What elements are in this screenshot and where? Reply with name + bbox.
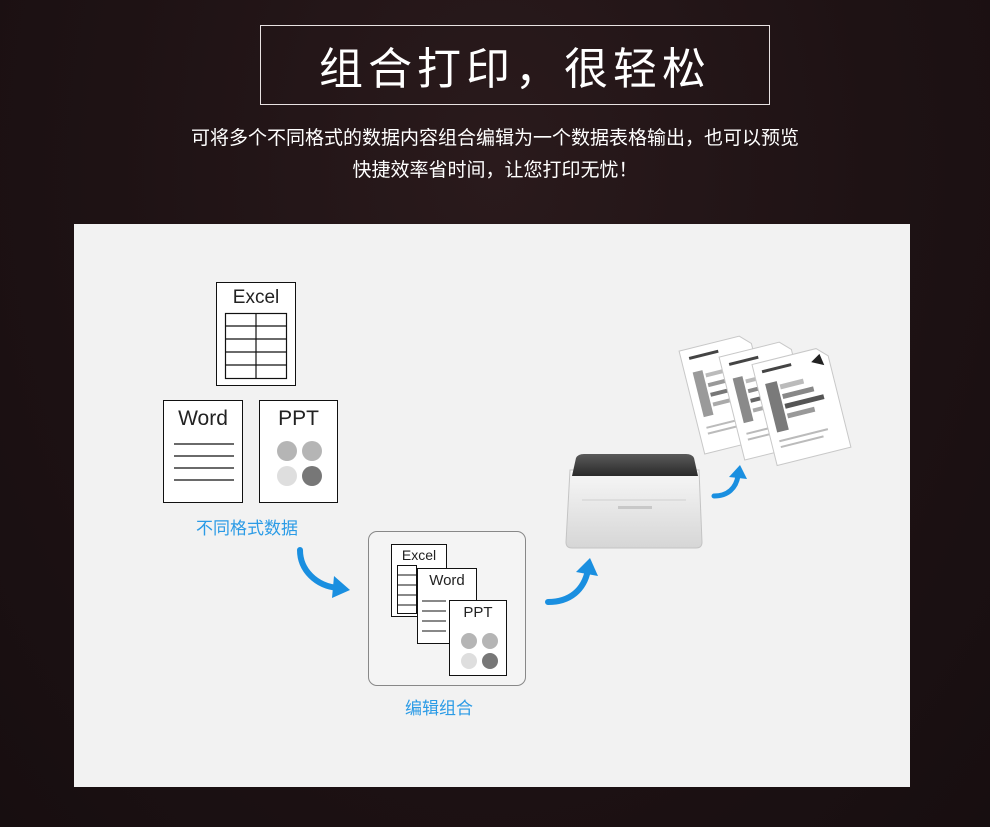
caption-edit-combine: 编辑组合 bbox=[405, 699, 473, 719]
combined-grid-icon bbox=[397, 565, 417, 614]
combined-text-lines-icon bbox=[422, 600, 446, 632]
printed-pages-icon bbox=[678, 335, 852, 467]
combined-slide-dots-icon bbox=[461, 633, 498, 669]
printer-icon bbox=[565, 454, 703, 549]
word-label: Word bbox=[178, 407, 228, 430]
combined-documents-box: Excel Word PPT bbox=[368, 531, 526, 686]
combined-excel-label: Excel bbox=[401, 547, 437, 563]
caption-different-formats: 不同格式数据 bbox=[196, 519, 298, 539]
spreadsheet-grid-icon bbox=[224, 312, 288, 380]
arrow-to-combine-icon bbox=[297, 547, 350, 598]
ppt-label: PPT bbox=[278, 407, 319, 430]
excel-label: Excel bbox=[232, 287, 280, 308]
combined-word-label: Word bbox=[429, 572, 465, 589]
excel-document: Excel bbox=[216, 282, 296, 386]
text-lines-icon bbox=[174, 443, 234, 481]
arrow-to-output-icon bbox=[711, 465, 747, 499]
word-document: Word bbox=[163, 400, 243, 503]
combined-ppt-label: PPT bbox=[463, 604, 493, 621]
arrow-to-printer-icon bbox=[545, 558, 598, 605]
combined-ppt-document: PPT bbox=[449, 600, 507, 676]
title-box: 组合打印，很轻松 bbox=[260, 25, 770, 105]
page-title: 组合打印，很轻松 bbox=[319, 44, 711, 95]
ppt-document: PPT bbox=[259, 400, 338, 503]
slide-dots-icon bbox=[277, 441, 322, 486]
subtitle-line-1: 可将多个不同格式的数据内容组合编辑为一个数据表格输出，也可以预览 bbox=[190, 127, 799, 149]
illustration-panel: Excel Word PPT 不同格式数据 bbox=[74, 224, 910, 787]
subtitle-line-2: 快捷效率省时间，让您打印无忧！ bbox=[352, 159, 638, 181]
